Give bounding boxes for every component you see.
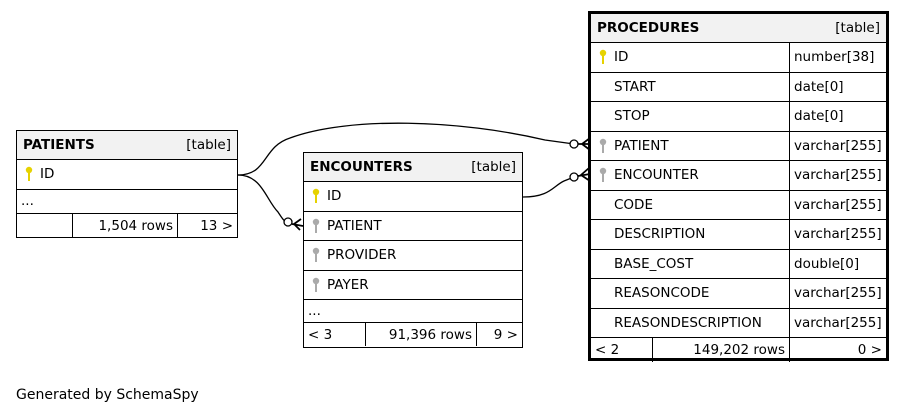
column-name: CODE xyxy=(614,196,653,213)
primary-key-icon xyxy=(17,160,40,189)
foreign-key-icon xyxy=(304,271,327,300)
no-key-spacer xyxy=(591,102,614,131)
column-name: ID xyxy=(40,166,55,183)
column-type: date[0] xyxy=(789,72,886,101)
column-name: PROVIDER xyxy=(327,247,397,264)
no-key-spacer xyxy=(591,250,614,279)
edge-encounters-procedures xyxy=(522,176,575,198)
table-name[interactable]: PATIENTS xyxy=(23,137,95,153)
column-type: varchar[255] xyxy=(789,220,886,249)
more-columns-row: ... xyxy=(304,300,522,323)
generated-by-footer[interactable]: Generated by SchemaSpy xyxy=(16,387,199,403)
column-row[interactable]: ID number[38] xyxy=(591,43,886,73)
table-header: PATIENTS [table] xyxy=(17,131,237,160)
stats-row: 1,504 rows 13 > xyxy=(17,213,237,238)
table-procedures[interactable]: PROCEDURES [table] ID number[38] START d… xyxy=(588,11,889,362)
column-name: ID xyxy=(614,49,629,66)
column-row[interactable]: REASONCODE varchar[255] xyxy=(591,279,886,309)
parents-count[interactable]: < 3 xyxy=(304,323,366,346)
column-row[interactable]: ID xyxy=(17,160,237,190)
row-count: 149,202 rows xyxy=(693,342,785,358)
no-key-spacer xyxy=(591,73,614,102)
table-name[interactable]: PROCEDURES xyxy=(597,20,700,36)
children-count[interactable]: 9 > xyxy=(476,323,522,346)
column-name: PATIENT xyxy=(614,137,669,154)
no-key-spacer xyxy=(591,279,614,308)
edge-patients-encounters xyxy=(237,174,289,223)
column-type: double[0] xyxy=(789,249,886,278)
column-row[interactable]: ID xyxy=(304,182,522,212)
column-type: number[38] xyxy=(789,43,886,72)
column-row[interactable]: REASONDESCRIPTION varchar[255] xyxy=(591,308,886,338)
parents-count[interactable]: < 2 xyxy=(591,338,653,362)
column-row[interactable]: PATIENT xyxy=(304,212,522,241)
table-name[interactable]: ENCOUNTERS xyxy=(310,159,413,175)
children-count[interactable]: 13 > xyxy=(177,213,237,238)
more-columns-row: ... xyxy=(17,190,237,214)
primary-key-icon xyxy=(304,182,327,211)
foreign-key-icon xyxy=(591,161,614,190)
column-row[interactable]: PROVIDER xyxy=(304,241,522,271)
row-count: 91,396 rows xyxy=(388,326,472,343)
column-type: varchar[255] xyxy=(789,279,886,308)
edge-optional-circle xyxy=(283,217,293,227)
column-name: REASONDESCRIPTION xyxy=(614,314,762,331)
table-encounters[interactable]: ENCOUNTERS [table] ID PATIENT PROVIDER P… xyxy=(303,152,523,348)
table-header: ENCOUNTERS [table] xyxy=(304,153,522,182)
stats-row: < 3 91,396 rows 9 > xyxy=(304,323,522,346)
column-row[interactable]: STOP date[0] xyxy=(591,102,886,132)
edge-crowfoot xyxy=(291,218,304,231)
ellipsis: ... xyxy=(308,303,321,319)
primary-key-icon xyxy=(591,43,614,72)
no-key-spacer xyxy=(591,220,614,249)
children-count[interactable]: 0 > xyxy=(789,338,886,362)
table-kind: [table] xyxy=(471,159,516,175)
column-name: REASONCODE xyxy=(614,285,710,302)
column-row[interactable]: PATIENT varchar[255] xyxy=(591,131,886,161)
edge-patients-procedures xyxy=(237,122,575,176)
stats-row: < 2 149,202 rows 0 > xyxy=(591,338,886,362)
column-type: varchar[255] xyxy=(789,308,886,337)
column-type: date[0] xyxy=(789,102,886,131)
column-row[interactable]: BASE_COST double[0] xyxy=(591,249,886,279)
column-type: varchar[255] xyxy=(789,161,886,190)
table-kind: [table] xyxy=(186,137,231,153)
ellipsis: ... xyxy=(21,193,34,209)
column-name: ID xyxy=(327,188,342,205)
foreign-key-icon xyxy=(591,132,614,161)
column-row[interactable]: ENCOUNTER varchar[255] xyxy=(591,161,886,191)
column-name: PAYER xyxy=(327,276,369,293)
column-row[interactable]: PAYER xyxy=(304,271,522,300)
table-kind: [table] xyxy=(835,20,880,36)
parents-count[interactable] xyxy=(17,213,73,238)
column-type: varchar[255] xyxy=(789,190,886,219)
column-name: START xyxy=(614,78,656,95)
no-key-spacer xyxy=(591,191,614,220)
table-header: PROCEDURES [table] xyxy=(591,14,886,43)
column-row[interactable]: DESCRIPTION varchar[255] xyxy=(591,220,886,250)
table-patients[interactable]: PATIENTS [table] ID ... 1,504 rows 13 > xyxy=(16,130,238,238)
column-name: BASE_COST xyxy=(614,255,694,272)
edge-optional-circle xyxy=(569,172,579,182)
column-name: PATIENT xyxy=(327,217,382,234)
foreign-key-icon xyxy=(304,241,327,270)
column-name: DESCRIPTION xyxy=(614,226,706,243)
edge-optional-circle xyxy=(569,139,579,149)
column-row[interactable]: START date[0] xyxy=(591,72,886,102)
foreign-key-icon xyxy=(304,212,327,241)
column-row[interactable]: CODE varchar[255] xyxy=(591,190,886,220)
column-name: STOP xyxy=(614,108,650,125)
column-type: varchar[255] xyxy=(789,131,886,160)
row-count: 1,504 rows xyxy=(98,217,173,234)
no-key-spacer xyxy=(591,309,614,338)
column-name: ENCOUNTER xyxy=(614,167,699,184)
